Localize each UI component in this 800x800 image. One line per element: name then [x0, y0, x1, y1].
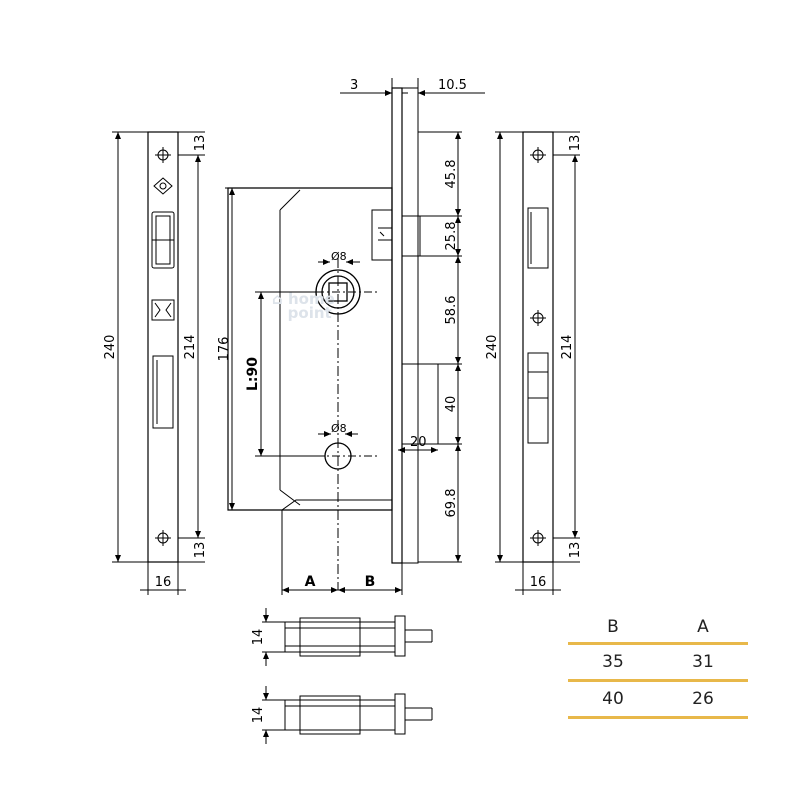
- dim-left-inner-height: 214: [183, 335, 198, 360]
- lock-body: [225, 78, 485, 595]
- dim-section-thickness-2: 14: [251, 707, 266, 724]
- section-view-1: [262, 608, 433, 666]
- section-view-2: [262, 686, 433, 744]
- table-cell-a: 26: [692, 689, 714, 709]
- dim-right-bottom-margin: 13: [568, 542, 583, 559]
- dim-top-right: 10.5: [438, 78, 467, 93]
- dim-handle-spacing: L:90: [245, 357, 261, 391]
- dim-right-total-height: 240: [485, 335, 500, 360]
- table-header-a: A: [697, 617, 709, 637]
- dim-latch-to-bolt: 58.6: [444, 296, 459, 325]
- left-face-plate: [112, 131, 205, 595]
- dim-spindle-dia-2: Ø8: [331, 422, 347, 435]
- dim-right-inner-height: 214: [560, 335, 575, 360]
- dim-bolt-to-latch-top: 45.8: [444, 160, 459, 189]
- dim-bolt-width: 20: [410, 435, 427, 450]
- table-divider: [568, 716, 748, 719]
- table-header: B A: [568, 612, 748, 642]
- dim-bolt-height: 40: [444, 396, 459, 413]
- table-cell-a: 31: [692, 652, 714, 672]
- dim-right-top-margin: 13: [568, 135, 583, 152]
- watermark-logo: ⌂ home point: [272, 290, 335, 322]
- dim-backset-a: A: [305, 574, 316, 590]
- dim-right-plate-width: 16: [530, 575, 547, 590]
- dim-spindle-dia-1: Ø8: [331, 250, 347, 263]
- table-cell-b: 40: [602, 689, 624, 709]
- dim-top-left: 3: [350, 78, 358, 93]
- dim-left-plate-width: 16: [155, 575, 172, 590]
- right-face-plate: [495, 131, 580, 595]
- table-row: 35 31: [568, 645, 748, 679]
- dim-latch-height: 25.8: [444, 222, 459, 251]
- dim-backset-b: B: [365, 574, 376, 590]
- table-divider: [568, 642, 748, 645]
- dim-section-thickness-1: 14: [251, 629, 266, 646]
- backset-table: B A 35 31 40 26: [568, 612, 748, 719]
- dim-body-height: 176: [217, 337, 232, 362]
- dim-left-total-height: 240: [103, 335, 118, 360]
- dim-left-bottom-margin: 13: [193, 542, 208, 559]
- table-divider: [568, 679, 748, 682]
- dim-left-top-margin: 13: [193, 135, 208, 152]
- table-row: 40 26: [568, 682, 748, 716]
- dim-bolt-to-bottom: 69.8: [444, 489, 459, 518]
- table-cell-b: 35: [602, 652, 624, 672]
- table-header-b: B: [607, 617, 619, 637]
